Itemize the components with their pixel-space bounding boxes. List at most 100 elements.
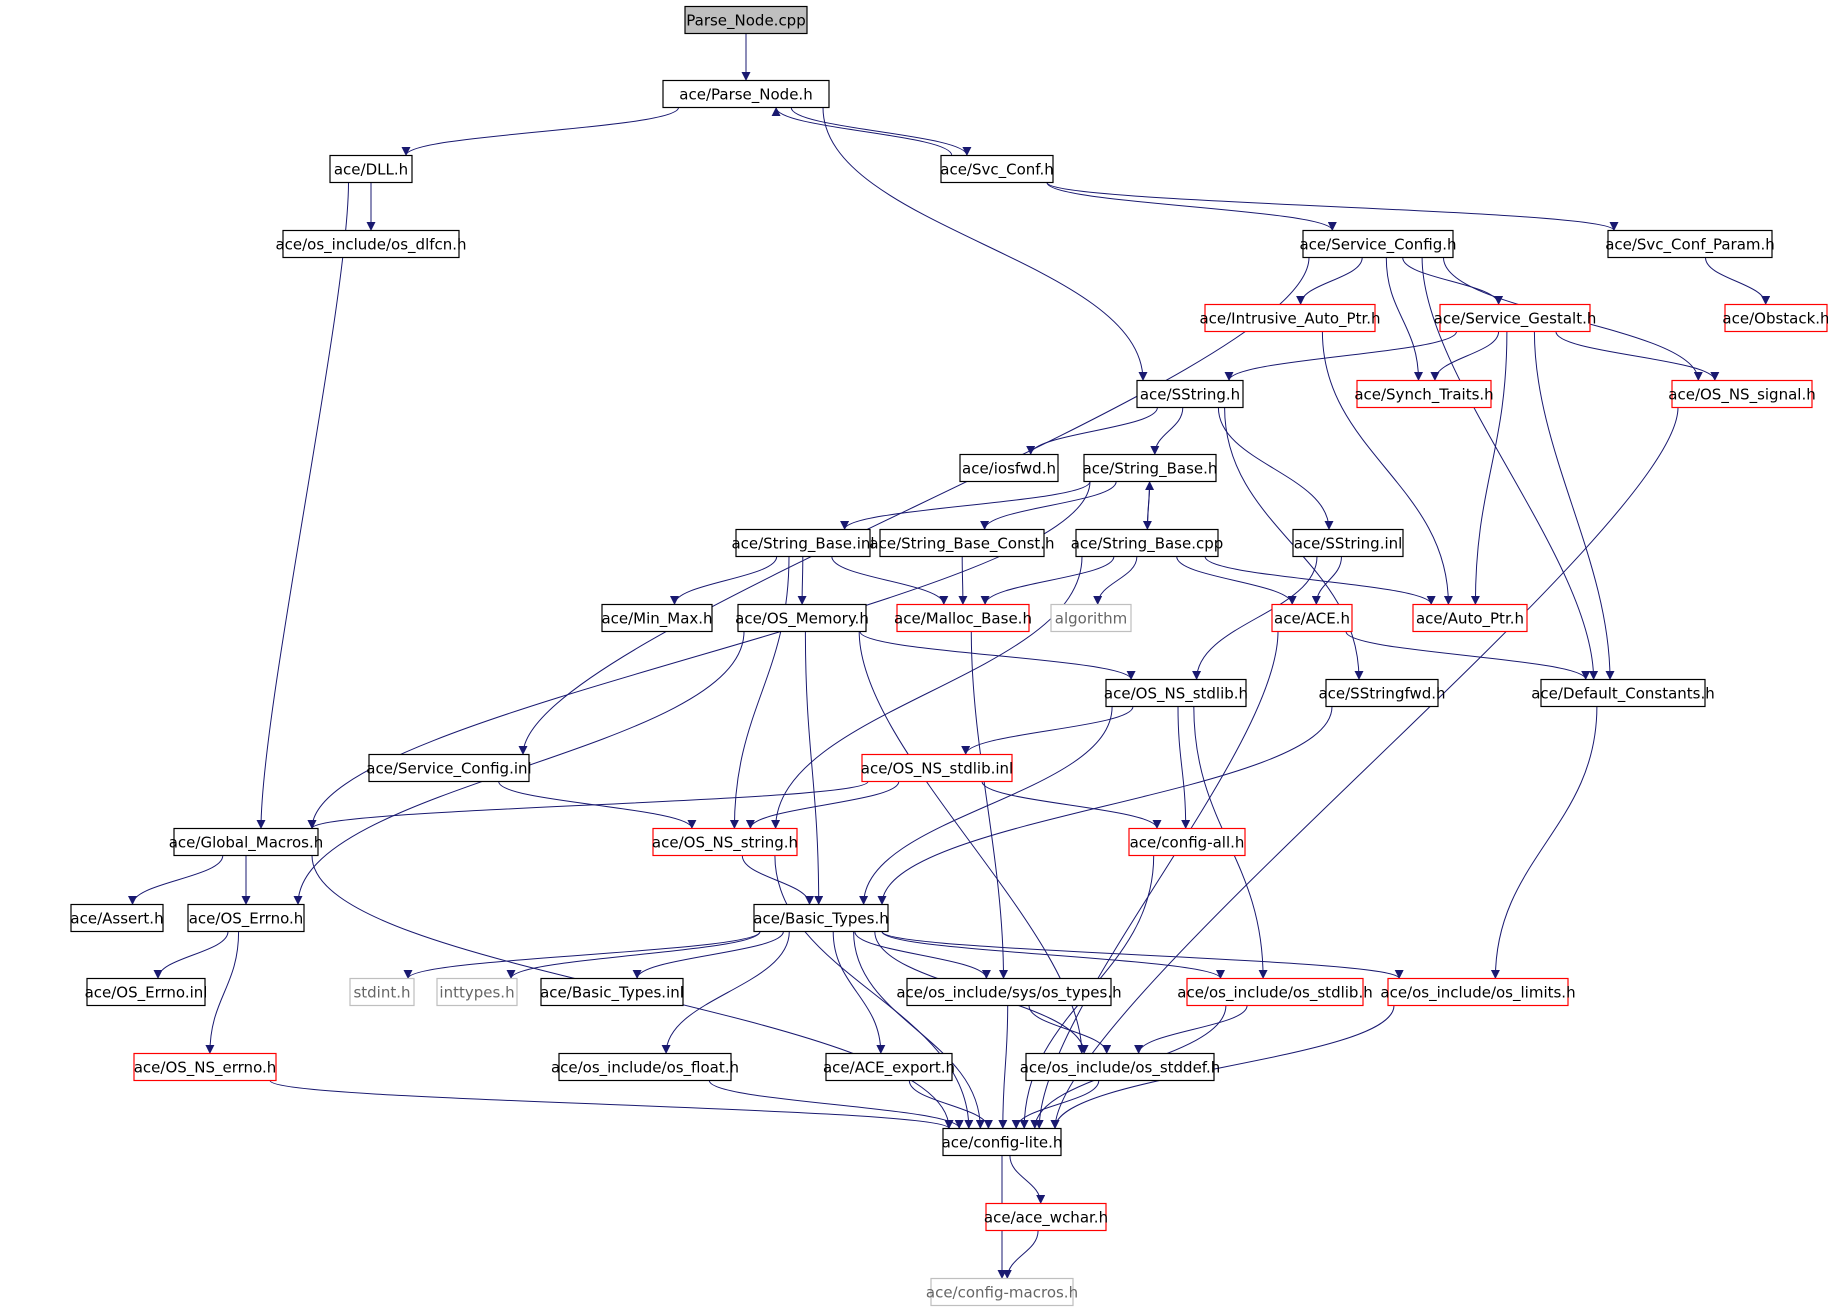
node-os-ns-string-h[interactable]: ace/OS_NS_string.h	[652, 827, 798, 857]
edge-os-ns-stdlib-h-to-config-all-h	[1177, 706, 1191, 829]
edge-os-float-h-to-config-lite-h	[708, 1080, 964, 1129]
node-service-config-inl[interactable]: ace/Service_Config.inl	[366, 753, 532, 783]
node-assert-h[interactable]: ace/Assert.h	[70, 903, 164, 933]
node-algorithm: algorithm	[1050, 603, 1132, 633]
node-label: ace/String_Base.cpp	[1071, 535, 1224, 554]
edge-svc-conf-h-to-parse-node-h	[771, 107, 953, 156]
node-box	[737, 603, 867, 633]
edge-sstring-inl-to-os-ns-stdlib-h	[1192, 556, 1318, 680]
node-string-base-const-h[interactable]: ace/String_Base_Const.h	[869, 528, 1055, 558]
node-box	[1292, 528, 1404, 558]
node-box	[282, 229, 460, 259]
edge-ace-export-h-to-config-lite-h	[908, 1080, 993, 1129]
edge-string-base-h-to-string-base-const-h	[980, 481, 1117, 530]
edge-sys-os-types-h-to-os-stddef-h	[1028, 1005, 1112, 1054]
dependency-edges	[128, 33, 1771, 1279]
node-sstringfwd-h[interactable]: ace/SStringfwd.h	[1318, 678, 1446, 708]
node-sstring-inl[interactable]: ace/SString.inl	[1292, 528, 1404, 558]
node-label: ace/OS_Errno.h	[189, 910, 304, 929]
node-min-max-h[interactable]: ace/Min_Max.h	[601, 603, 713, 633]
node-os-memory-h[interactable]: ace/OS_Memory.h	[735, 603, 869, 633]
node-box	[1387, 977, 1569, 1007]
node-intrusive-auto-ptr-h[interactable]: ace/Intrusive_Auto_Ptr.h	[1199, 303, 1381, 333]
node-os-limits-h[interactable]: ace/os_include/os_limits.h	[1380, 977, 1576, 1007]
node-service-gestalt-h[interactable]: ace/Service_Gestalt.h	[1434, 303, 1597, 333]
edge-os-errno-h-to-os-errno-inl	[153, 931, 229, 979]
node-box	[662, 79, 830, 109]
node-box	[1136, 379, 1244, 409]
node-os-errno-h[interactable]: ace/OS_Errno.h	[187, 903, 305, 933]
node-os-errno-inl[interactable]: ace/OS_Errno.inl	[85, 977, 208, 1007]
node-box	[133, 1052, 277, 1082]
edge-sstring-h-to-string-base-h	[1150, 407, 1184, 455]
node-inttypes-h: inttypes.h	[436, 977, 518, 1007]
node-box	[1050, 603, 1132, 633]
node-string-base-inl[interactable]: ace/String_Base.inl	[731, 528, 875, 558]
node-label: algorithm	[1055, 610, 1127, 628]
edge-os-ns-stdlib-inl-to-config-all-h	[981, 781, 1162, 829]
node-default-constants-h[interactable]: ace/Default_Constants.h	[1531, 678, 1715, 708]
node-os-stdlib-h[interactable]: ace/os_include/os_stdlib.h	[1177, 977, 1373, 1007]
node-os-ns-errno-h[interactable]: ace/OS_NS_errno.h	[133, 1052, 277, 1082]
node-config-all-h[interactable]: ace/config-all.h	[1128, 827, 1246, 857]
node-os-stddef-h[interactable]: ace/os_include/os_stddef.h	[1020, 1052, 1221, 1082]
node-svc-conf-param-h[interactable]: ace/Svc_Conf_Param.h	[1605, 229, 1775, 259]
node-dll-h[interactable]: ace/DLL.h	[329, 154, 413, 184]
node-ace-h[interactable]: ace/ACE.h	[1271, 603, 1353, 633]
node-label: ace/Obstack.h	[1722, 310, 1828, 328]
edge-os-ns-string-h-to-basic-types-h	[741, 855, 814, 905]
node-os-float-h[interactable]: ace/os_include/os_float.h	[551, 1052, 739, 1082]
edge-os-stdlib-h-to-os-stddef-h	[1134, 1005, 1248, 1054]
edge-os-ns-stdlib-h-to-basic-types-h	[859, 706, 1113, 905]
node-box	[1356, 379, 1492, 409]
edge-string-base-cpp-to-algorithm	[1093, 556, 1138, 605]
node-os-ns-signal-h[interactable]: ace/OS_NS_signal.h	[1668, 379, 1816, 409]
node-ace-export-h[interactable]: ace/ACE_export.h	[823, 1052, 955, 1082]
node-config-lite-h[interactable]: ace/config-lite.h	[942, 1127, 1063, 1157]
edge-svc-conf-h-to-svc-conf-param-h	[1046, 182, 1619, 231]
edge-dll-h-to-global-macros-h	[256, 182, 349, 829]
node-box	[930, 1277, 1074, 1307]
node-box	[368, 753, 530, 783]
node-os-ns-stdlib-h[interactable]: ace/OS_NS_stdlib.h	[1104, 678, 1248, 708]
node-svc-conf-h[interactable]: ace/Svc_Conf.h	[940, 154, 1054, 184]
node-string-base-cpp[interactable]: ace/String_Base.cpp	[1071, 528, 1224, 558]
node-box	[825, 1052, 953, 1082]
node-auto-ptr-h[interactable]: ace/Auto_Ptr.h	[1412, 603, 1528, 633]
node-basic-types-inl[interactable]: ace/Basic_Types.inl	[540, 977, 684, 1007]
node-box	[861, 753, 1013, 783]
edge-sstring-h-to-sstring-inl	[1217, 407, 1334, 530]
node-label: ace/Synch_Traits.h	[1354, 386, 1493, 405]
node-label: stdint.h	[353, 984, 410, 1002]
node-sys-os-types-h[interactable]: ace/os_include/sys/os_types.h	[896, 977, 1122, 1007]
node-global-macros-h[interactable]: ace/Global_Macros.h	[169, 827, 324, 857]
node-malloc-base-h[interactable]: ace/Malloc_Base.h	[894, 603, 1032, 633]
node-label: inttypes.h	[439, 984, 514, 1002]
node-service-config-h[interactable]: ace/Service_Config.h	[1299, 229, 1457, 259]
edge-parse-node-h-to-sstring-h	[822, 107, 1148, 381]
node-label: ace/Assert.h	[70, 910, 163, 928]
edge-service-config-h-to-intrusive-auto-ptr-h	[1296, 257, 1363, 305]
node-box	[540, 977, 684, 1007]
node-synch-traits-h[interactable]: ace/Synch_Traits.h	[1354, 379, 1494, 409]
edge-service-gestalt-h-to-os-ns-signal-h	[1555, 331, 1720, 381]
node-iosfwd-h[interactable]: ace/iosfwd.h	[959, 453, 1059, 483]
node-label: ace/Global_Macros.h	[169, 834, 324, 853]
node-parse-node-h[interactable]: ace/Parse_Node.h	[662, 79, 830, 109]
node-label: ace/os_include/sys/os_types.h	[896, 984, 1121, 1003]
node-string-base-h[interactable]: ace/String_Base.h	[1083, 453, 1218, 483]
node-basic-types-h[interactable]: ace/Basic_Types.h	[753, 903, 889, 933]
node-os-dlfcn-h[interactable]: ace/os_include/os_dlfcn.h	[275, 229, 467, 259]
node-os-ns-stdlib-inl[interactable]: ace/OS_NS_stdlib.inl	[861, 753, 1013, 783]
node-box	[86, 977, 206, 1007]
node-parse-node-cpp[interactable]: Parse_Node.cpp	[684, 5, 808, 35]
node-label: ace/ace_wchar.h	[984, 1209, 1108, 1228]
edge-service-gestalt-h-to-sstring-h	[1224, 331, 1457, 381]
node-ace-wchar-h[interactable]: ace/ace_wchar.h	[984, 1202, 1108, 1232]
edge-sstring-h-to-iosfwd-h	[1026, 407, 1158, 455]
edge-basic-types-h-to-ace-export-h	[832, 931, 886, 1054]
node-config-macros-h: ace/config-macros.h	[926, 1277, 1078, 1307]
node-label: ace/os_include/os_limits.h	[1380, 984, 1575, 1003]
node-sstring-h[interactable]: ace/SString.h	[1136, 379, 1244, 409]
node-obstack-h[interactable]: ace/Obstack.h	[1722, 303, 1828, 333]
